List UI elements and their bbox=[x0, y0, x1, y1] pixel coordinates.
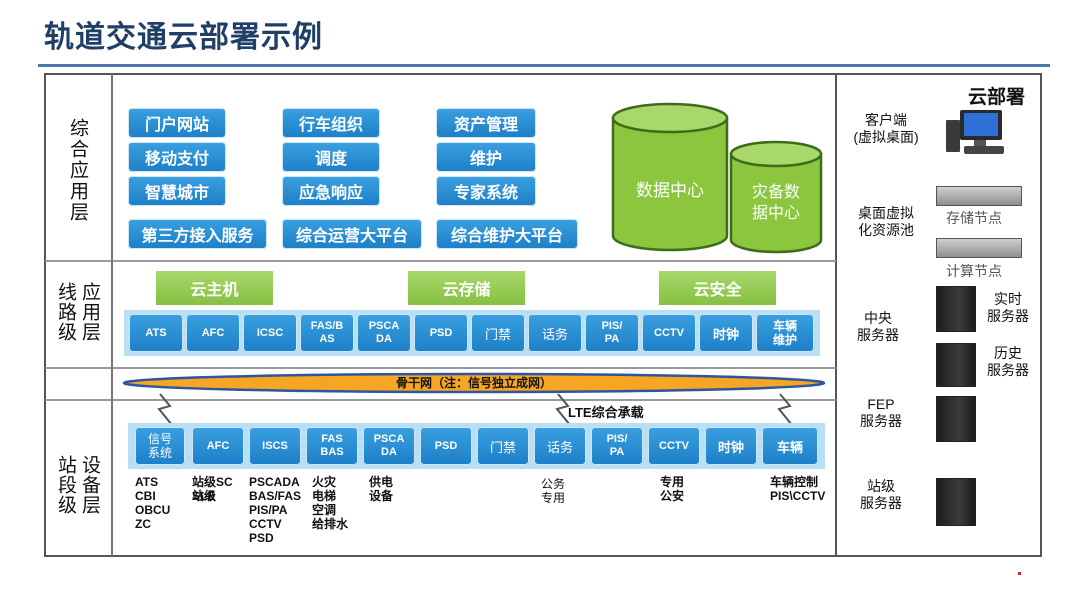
line-sys-clock[interactable]: 时钟 bbox=[699, 314, 753, 352]
wireless-link-icon bbox=[777, 393, 793, 426]
line-sys-cctv[interactable]: CCTV bbox=[642, 314, 696, 352]
layer-label-line-right: 应用层 bbox=[79, 282, 101, 342]
layer-label-station-right: 设备层 bbox=[79, 455, 101, 515]
pscada-subsystems: 供电 设备 bbox=[369, 475, 394, 503]
compute-rack-icon bbox=[936, 238, 1022, 258]
label-column-divider bbox=[111, 74, 113, 556]
station-sys-cctv[interactable]: CCTV bbox=[648, 427, 700, 465]
lte-label: LTE综合承载 bbox=[568, 405, 644, 420]
fep-server-label: FEP 服务器 bbox=[860, 396, 902, 429]
desktop-computer-icon bbox=[946, 110, 1004, 154]
app-train-org[interactable]: 行车组织 bbox=[282, 108, 380, 138]
cloud-host[interactable]: 云主机 bbox=[156, 271, 273, 305]
station-sys-pis-pa[interactable]: PIS/ PA bbox=[591, 427, 643, 465]
divider-line-backbone bbox=[45, 367, 836, 369]
line-sys-access[interactable]: 门禁 bbox=[471, 314, 525, 352]
app-dispatch[interactable]: 调度 bbox=[282, 142, 380, 172]
station-sys-phone[interactable]: 话务 bbox=[534, 427, 586, 465]
layer-label-station-left: 站段级 bbox=[55, 455, 77, 515]
station-sys-afc[interactable]: AFC bbox=[192, 427, 244, 465]
datacenter-label: 数据中心 bbox=[636, 181, 704, 201]
cloud-frame bbox=[836, 73, 1042, 557]
line-sys-pis-pa[interactable]: PIS/ PA bbox=[585, 314, 639, 352]
line-sys-afc[interactable]: AFC bbox=[186, 314, 240, 352]
station-sys-signal[interactable]: 信号 系统 bbox=[135, 427, 185, 465]
fep-server-icon bbox=[936, 396, 976, 442]
divider-app-line bbox=[45, 260, 836, 262]
divider-backbone-station bbox=[45, 399, 836, 401]
wireless-link-icon bbox=[157, 393, 173, 426]
line-sys-vehicle-maint[interactable]: 车辆 维护 bbox=[756, 314, 814, 352]
cloud-storage[interactable]: 云存储 bbox=[408, 271, 525, 305]
iscs-subsystems: PSCADA BAS/FAS PIS/PA CCTV PSD bbox=[249, 475, 302, 545]
client-label: 客户端 (虚拟桌面) bbox=[853, 112, 919, 145]
storage-rack-icon bbox=[936, 186, 1022, 206]
datacenter-cylinder bbox=[611, 102, 729, 252]
line-sys-phone[interactable]: 话务 bbox=[528, 314, 582, 352]
phone-subsystems: 公务 专用 bbox=[541, 477, 566, 505]
station-server-label: 站级 服务器 bbox=[860, 478, 902, 511]
layer-label-app: 综合应用层 bbox=[67, 118, 89, 223]
app-smart-city[interactable]: 智慧城市 bbox=[128, 176, 226, 206]
page-title: 轨道交通云部署示例 bbox=[44, 21, 323, 54]
station-sys-pscada[interactable]: PSCA DA bbox=[363, 427, 415, 465]
afc-subsystems: 站级SC 站级 SLE bbox=[192, 475, 233, 503]
station-server-icon bbox=[936, 478, 976, 526]
datacenter-cylinders bbox=[611, 102, 823, 254]
line-sys-ats[interactable]: ATS bbox=[129, 314, 183, 352]
app-portal[interactable]: 门户网站 bbox=[128, 108, 226, 138]
compute-node-label: 计算节点 bbox=[946, 263, 1002, 279]
central-server-label: 中央 服务器 bbox=[857, 310, 899, 343]
realtime-server-label: 实时 服务器 bbox=[987, 291, 1029, 324]
cloud-security[interactable]: 云安全 bbox=[659, 271, 776, 305]
title-rule bbox=[38, 64, 1050, 67]
line-sys-fas-bas[interactable]: FAS/B AS bbox=[300, 314, 354, 352]
marker-dot bbox=[1018, 572, 1021, 575]
cctv-subsystems: 专用 公安 bbox=[660, 475, 685, 503]
app-ops-platform[interactable]: 综合运营大平台 bbox=[282, 219, 422, 249]
signal-subsystems: ATS CBI OBCU ZC bbox=[135, 475, 171, 531]
history-server-icon bbox=[936, 343, 976, 387]
line-sys-pscada[interactable]: PSCA DA bbox=[357, 314, 411, 352]
app-asset[interactable]: 资产管理 bbox=[436, 108, 536, 138]
storage-node-label: 存储节点 bbox=[946, 210, 1002, 226]
station-sys-access[interactable]: 门禁 bbox=[477, 427, 529, 465]
app-maintain[interactable]: 维护 bbox=[436, 142, 536, 172]
app-emergency[interactable]: 应急响应 bbox=[282, 176, 380, 206]
app-expert[interactable]: 专家系统 bbox=[436, 176, 536, 206]
backbone-label: 骨干网（注：信号独立成网） bbox=[395, 376, 552, 390]
cloud-deploy-title: 云部署 bbox=[968, 86, 1026, 108]
station-sys-clock[interactable]: 时钟 bbox=[705, 427, 757, 465]
realtime-server-icon bbox=[936, 286, 976, 332]
app-third-party[interactable]: 第三方接入服务 bbox=[128, 219, 267, 249]
station-sys-iscs[interactable]: ISCS bbox=[249, 427, 301, 465]
layer-label-line-left: 线路级 bbox=[55, 282, 77, 342]
backbone-network bbox=[122, 372, 826, 394]
wireless-link-icon bbox=[555, 393, 571, 426]
backup-datacenter-cylinder bbox=[729, 140, 823, 254]
architecture-frame bbox=[44, 73, 837, 557]
vehicle-subsystems: 车辆控制 PIS\CCTV bbox=[770, 475, 826, 503]
line-sys-icsc[interactable]: ICSC bbox=[243, 314, 297, 352]
fas-subsystems: 火灾 电梯 空调 给排水 bbox=[312, 475, 349, 531]
app-maint-platform[interactable]: 综合维护大平台 bbox=[436, 219, 578, 249]
station-sys-fas-bas[interactable]: FAS BAS bbox=[306, 427, 358, 465]
vdi-pool-label: 桌面虚拟 化资源池 bbox=[858, 205, 914, 238]
backup-datacenter-label: 灾备数 据中心 bbox=[751, 182, 800, 222]
app-mobile-pay[interactable]: 移动支付 bbox=[128, 142, 226, 172]
history-server-label: 历史 服务器 bbox=[987, 345, 1029, 378]
station-sys-vehicle[interactable]: 车辆 bbox=[762, 427, 818, 465]
line-sys-psd[interactable]: PSD bbox=[414, 314, 468, 352]
station-sys-psd[interactable]: PSD bbox=[420, 427, 472, 465]
